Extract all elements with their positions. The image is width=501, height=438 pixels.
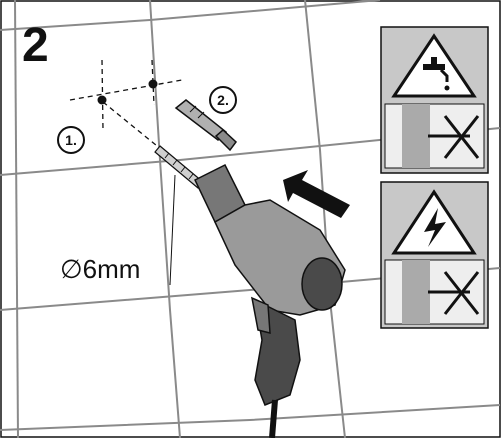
power-drill [194, 163, 346, 438]
drill-bit-diameter-label: ∅6mm [58, 254, 143, 284]
drill-hole-mark-2 [148, 79, 158, 89]
warning-panel-electric [380, 181, 489, 329]
warning-panel-water [380, 26, 489, 174]
callout-step-2: 2. [209, 86, 237, 114]
wall-plug [174, 99, 238, 152]
step-number: 2 [22, 19, 49, 72]
callout-step-1: 1. [57, 126, 85, 154]
push-direction-arrow-icon [283, 170, 350, 218]
drill-hole-mark-1 [97, 95, 107, 105]
